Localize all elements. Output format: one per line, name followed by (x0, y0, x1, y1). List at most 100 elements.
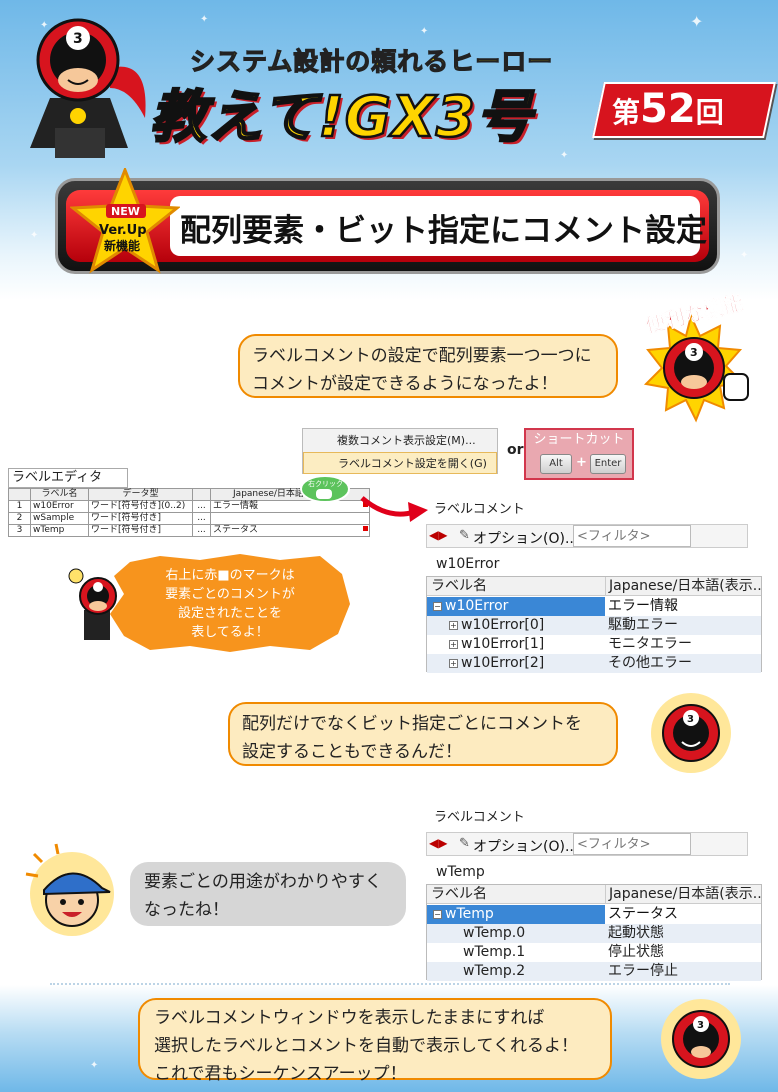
grid-header-label: ラベル名 (431, 886, 487, 902)
menu-item-open-label-comment[interactable]: ラベルコメント設定を開く(G) (303, 452, 497, 474)
label-editor-table: ラベル名 データ型 Japanese/日本語(表示対象) 1 w10Error … (8, 488, 370, 537)
filter-input[interactable]: <フィルタ> (573, 525, 691, 547)
expand-icon[interactable]: + (449, 639, 458, 649)
comment-grid-2: ラベル名 Japanese/日本語(表示... −wTemp ステータス wTe… (426, 884, 762, 981)
new-star-badge-icon: NEW Ver.Up 新機能 (70, 168, 180, 274)
hero-face-icon: 3 (651, 693, 731, 773)
expand-icon[interactable]: + (449, 658, 458, 668)
user-boy-icon (25, 843, 114, 936)
grid-row-comment[interactable]: その他エラー (608, 655, 692, 671)
current-label: wTemp (436, 864, 485, 880)
col-header-label: ラベル名 (30, 488, 89, 501)
row-label[interactable]: wSample (30, 512, 89, 525)
element-comment-marker-icon (363, 502, 368, 507)
grid-row[interactable]: wTemp.0 起動状態 (427, 924, 761, 943)
row-comment-text: エラー情報 (213, 501, 259, 511)
grid-row[interactable]: wTemp.2 エラー停止 (427, 962, 761, 981)
grid-header-label: ラベル名 (431, 578, 487, 594)
sparkle-icon: ✦ (690, 12, 704, 31)
grid-row[interactable]: +w10Error[0] 駆動エラー (427, 616, 761, 635)
filter-input[interactable]: <フィルタ> (573, 833, 691, 855)
table-row[interactable]: 3 wTemp ワード[符号付き] ... ステータス (8, 524, 370, 537)
grid-row-label-cell: +w10Error[0] (449, 616, 603, 635)
option-button[interactable]: オプション(O)... (473, 531, 579, 547)
row-label[interactable]: w10Error (30, 500, 89, 513)
grid-row-label: w10Error[2] (461, 655, 545, 671)
sparkle-icon: ✦ (30, 230, 39, 241)
row-comment[interactable] (210, 512, 370, 525)
grid-row-comment[interactable]: 起動状態 (608, 925, 664, 941)
speech-bubble-1: ラベルコメントの設定で配列要素一つ一つに コメントが設定できるようになったよ！ (238, 334, 618, 398)
new-label: NEW (111, 205, 140, 218)
sparkle-icon: ✦ (40, 20, 49, 31)
right-click-label: 右クリック (308, 479, 343, 488)
grid-row-comment[interactable]: 駆動エラー (608, 617, 678, 633)
episode-prefix: 第 (612, 96, 641, 129)
speech-bubble-2: 配列だけでなくビット指定ごとにコメントを 設定することもできるんだ！ (228, 702, 618, 766)
verup-label: Ver.Up (99, 223, 147, 238)
bubble-line: 表してるよ！ (191, 625, 269, 640)
sparkle-icon: ✦ (420, 26, 429, 37)
datatype-button[interactable]: ... (192, 500, 211, 513)
grid-row-label: w10Error[0] (461, 617, 545, 633)
section-divider (50, 983, 730, 985)
bubble-line: なったね！ (144, 900, 229, 920)
grid-row-comment[interactable]: ステータス (605, 905, 761, 924)
page-title: 教えて!GX3号 (149, 84, 533, 152)
grid-row-comment[interactable]: モニタエラー (608, 636, 692, 652)
row-datatype[interactable]: ワード[符号付き] (88, 524, 193, 537)
col-header-button (192, 488, 211, 501)
grid-row[interactable]: +w10Error[2] その他エラー (427, 654, 761, 673)
col-header-datatype: データ型 (88, 488, 193, 501)
datatype-button[interactable]: ... (192, 524, 211, 537)
prev-label-icon[interactable]: ◀▶ (429, 528, 448, 542)
grid-row-selected[interactable]: −wTemp ステータス (427, 905, 761, 924)
table-row[interactable]: 2 wSample ワード[符号付き] ... (8, 512, 370, 525)
row-index: 3 (8, 524, 31, 537)
current-label: w10Error (436, 556, 500, 572)
grid-header-comment: Japanese/日本語(表示... (605, 577, 761, 596)
hero-mascot-icon: 3 (30, 18, 146, 158)
grid-header: ラベル名 Japanese/日本語(表示... (427, 885, 761, 904)
feature-banner-plate (170, 196, 700, 256)
grid-row-comment[interactable]: エラー情報 (605, 597, 761, 616)
or-label: or (507, 442, 524, 458)
row-comment[interactable]: ステータス (210, 524, 370, 537)
bubble-line: 設定することもできるんだ！ (242, 742, 462, 762)
row-comment[interactable]: エラー情報 (210, 500, 370, 513)
spiky-bubble-shape (110, 554, 350, 652)
context-menu: 複数コメント表示設定(M)... ラベルコメント設定を開く(G) (302, 428, 498, 474)
grid-row-comment[interactable]: 停止状態 (608, 944, 664, 960)
svg-text:3: 3 (73, 31, 83, 47)
sparkle-icon: ✦ (560, 150, 569, 161)
episode-number: 52 (640, 86, 696, 132)
grid-row[interactable]: +w10Error[1] モニタエラー (427, 635, 761, 654)
grid-row[interactable]: wTemp.1 停止状態 (427, 943, 761, 962)
menu-item-multi-comment[interactable]: 複数コメント表示設定(M)... (337, 434, 476, 447)
bubble-line: これで君もシーケンスアーップ！ (154, 1064, 407, 1084)
feature-title: 配列要素・ビット指定にコメント設定 (180, 213, 707, 249)
datatype-button[interactable]: ... (192, 512, 211, 525)
enter-key: Enter (590, 454, 626, 474)
grid-row-label-cell: −wTemp (433, 905, 603, 924)
collapse-icon[interactable]: − (433, 601, 442, 611)
grid-row-label-cell: +w10Error[1] (449, 635, 603, 654)
row-index: 1 (8, 500, 31, 513)
grid-row-comment[interactable]: エラー停止 (608, 963, 678, 979)
row-datatype[interactable]: ワード[符号付き](0..2) (88, 500, 193, 513)
bubble-line: ラベルコメントの設定で配列要素一つ一つに (252, 346, 592, 366)
episode-label: 第52回 (612, 86, 724, 132)
label-comment-panel-title: ラベルコメント (434, 502, 525, 517)
bubble-line: 配列だけでなくビット指定ごとにコメントを (242, 714, 582, 734)
row-datatype[interactable]: ワード[符号付き] (88, 512, 193, 525)
option-button[interactable]: オプション(O)... (473, 839, 579, 855)
sparkle-icon: ✦ (90, 1060, 99, 1071)
expand-icon[interactable]: + (449, 620, 458, 630)
row-label[interactable]: wTemp (30, 524, 89, 537)
svg-text:3: 3 (697, 1020, 704, 1031)
collapse-icon[interactable]: − (433, 909, 442, 919)
grid-row-selected[interactable]: −w10Error エラー情報 (427, 597, 761, 616)
option-icon: ✎ (459, 836, 470, 851)
plus-sign: + (576, 455, 587, 470)
prev-label-icon[interactable]: ◀▶ (429, 836, 448, 850)
